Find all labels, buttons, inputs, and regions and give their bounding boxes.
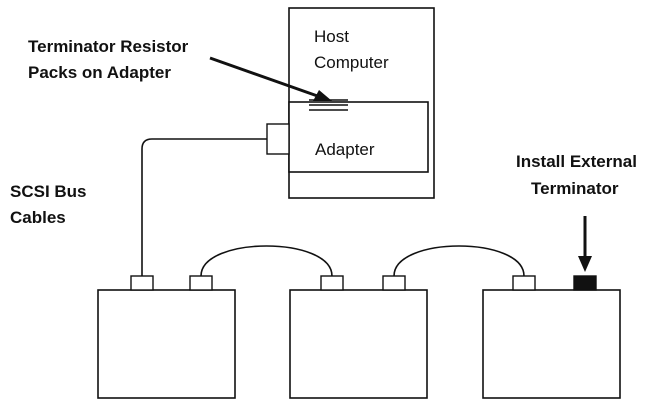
adapter-connector bbox=[266, 123, 290, 155]
scsi-device-2 bbox=[289, 275, 428, 399]
device-3-connector-in bbox=[512, 275, 536, 291]
adapter-box bbox=[288, 101, 429, 173]
device-1-connector-out bbox=[189, 275, 213, 291]
device-3-box bbox=[482, 289, 621, 399]
scsi-cables-label-line2: Cables bbox=[10, 208, 66, 227]
scsi-device-1 bbox=[97, 275, 236, 399]
external-terminator-label-line2: Terminator bbox=[531, 179, 619, 198]
terminator-packs-label-line1: Terminator Resistor bbox=[28, 37, 189, 56]
terminator-packs-label-line2: Packs on Adapter bbox=[28, 63, 171, 82]
device-2-box bbox=[289, 289, 428, 399]
device-2-connector-in bbox=[320, 275, 344, 291]
cable-device-1-to-device-2 bbox=[200, 245, 333, 277]
scsi-bus-cables-callout: SCSI Bus Cables bbox=[10, 182, 87, 227]
device-2-connector-out bbox=[382, 275, 406, 291]
external-terminator-label-line1: Install External bbox=[516, 152, 637, 171]
cable-adapter-to-device-1 bbox=[141, 138, 267, 276]
device-1-connector-in bbox=[130, 275, 154, 291]
scsi-cables-label-line1: SCSI Bus bbox=[10, 182, 87, 201]
scsi-device-3 bbox=[482, 275, 621, 399]
terminator-packs-arrow-line bbox=[209, 56, 327, 101]
device-1-box bbox=[97, 289, 236, 399]
adapter: Adapter bbox=[266, 99, 429, 173]
host-label-line2: Computer bbox=[314, 53, 389, 72]
external-terminator bbox=[573, 275, 597, 291]
external-terminator-arrow-head bbox=[578, 256, 592, 272]
terminator-packs-arrow-head bbox=[313, 90, 332, 101]
host-label-line1: Host bbox=[314, 27, 349, 46]
adapter-label: Adapter bbox=[315, 140, 375, 159]
terminator-packs-callout: Terminator Resistor Packs on Adapter bbox=[28, 37, 332, 101]
cable-device-2-to-device-3 bbox=[393, 245, 525, 277]
external-terminator-callout: Install External Terminator bbox=[516, 152, 637, 272]
